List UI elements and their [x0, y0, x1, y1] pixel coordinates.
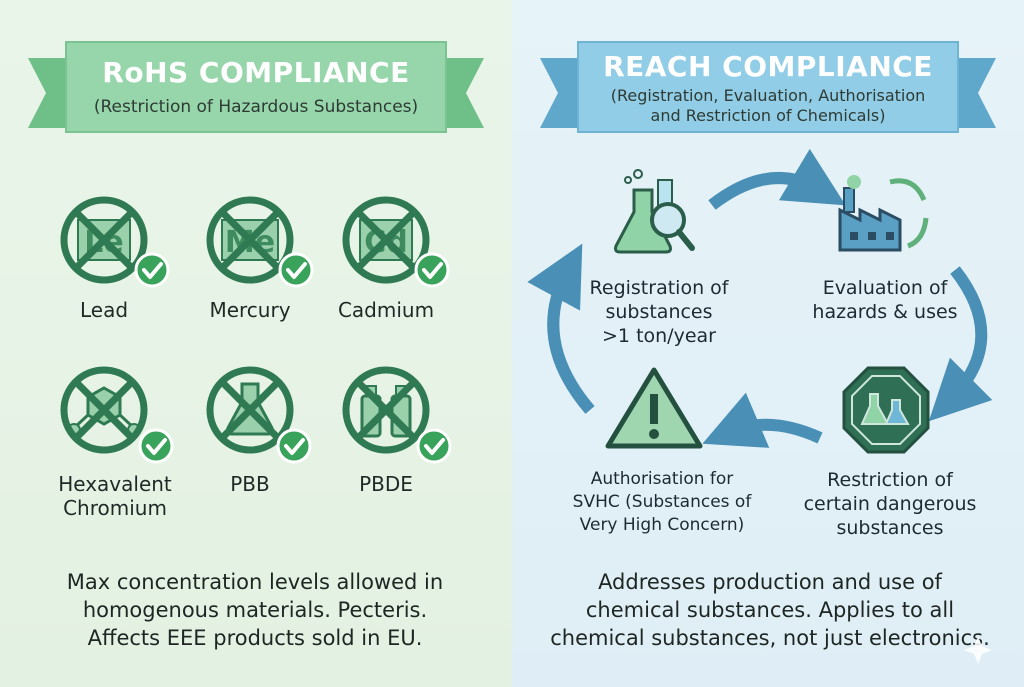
lead-ban-icon: Le: [64, 200, 144, 280]
reach-step-registration: Registration of substances >1 ton/year: [574, 276, 744, 348]
warning-triangle-icon: [605, 367, 703, 449]
reach-note: Addresses production and use of chemical…: [540, 568, 1000, 652]
bottles-ban-icon: [346, 370, 426, 450]
step-line: substances: [605, 301, 713, 323]
rohs-note-line: homogenous materials. Pecteris.: [82, 598, 428, 622]
reach-ribbon: [540, 41, 996, 133]
cadmium-ban-icon: Cd: [346, 200, 426, 280]
reach-subtitle-line: and Restriction of Chemicals): [650, 106, 886, 125]
cycle-arrow: [928, 266, 993, 422]
reach-title: REACH COMPLIANCE: [603, 50, 933, 83]
cycle-arrow: [527, 243, 595, 414]
step-line: Restriction of: [827, 469, 953, 491]
reach-step-restriction: Restriction of certain dangerous substan…: [790, 468, 990, 540]
cycle-arrow: [708, 148, 846, 210]
substance-label-pbb: PBB: [230, 472, 270, 496]
mercury-ban-icon: Me: [210, 200, 290, 280]
step-line: hazards & uses: [812, 301, 958, 323]
flask-magnifier-icon: [614, 169, 695, 254]
octagon-flasks-icon: [842, 366, 930, 454]
substance-label-lead: Lead: [79, 298, 129, 322]
rohs-title: RoHS COMPLIANCE: [102, 56, 410, 89]
substance-label-pbde: PBDE: [359, 472, 413, 496]
flask-ban-icon: [210, 370, 290, 450]
cycle-arrow: [702, 392, 823, 448]
step-line: SVHC (Substances of: [572, 492, 752, 512]
reach-note-line: chemical substances. Applies to all: [585, 598, 955, 622]
substance-label-mercury: Mercury: [209, 298, 291, 322]
rohs-note-line: Max concentration levels allowed in: [66, 570, 444, 594]
substance-label-cadmium: Cadmium: [337, 298, 435, 322]
rohs-subtitle: (Restriction of Hazardous Substances): [93, 97, 419, 117]
molecule-ban-icon: [64, 370, 144, 450]
step-line: substances: [836, 517, 944, 539]
reach-subtitle-line: (Registration, Evaluation, Authorisation: [610, 86, 926, 105]
factory-icon: [838, 175, 929, 252]
rohs-note-line: Affects EEE products sold in EU.: [87, 626, 423, 650]
step-line: Very High Concern): [579, 515, 745, 535]
rohs-note: Max concentration levels allowed in homo…: [30, 568, 480, 652]
step-line: Registration of: [589, 277, 729, 299]
substance-label-hexavalent-chromium: Hexavalent Chromium: [58, 472, 172, 520]
step-line: >1 ton/year: [602, 325, 716, 347]
reach-step-authorisation: Authorisation for SVHC (Substances of Ve…: [562, 468, 762, 537]
step-line: Authorisation for: [590, 469, 734, 489]
step-line: Evaluation of: [822, 277, 948, 299]
reach-note-line: chemical substances, not just electronic…: [550, 626, 990, 650]
step-line: certain dangerous: [803, 493, 977, 515]
reach-subtitle: (Registration, Evaluation, Authorisation…: [578, 86, 958, 126]
reach-note-line: Addresses production and use of: [598, 570, 942, 594]
reach-step-evaluation: Evaluation of hazards & uses: [800, 276, 970, 324]
rohs-ribbon: [28, 41, 484, 133]
